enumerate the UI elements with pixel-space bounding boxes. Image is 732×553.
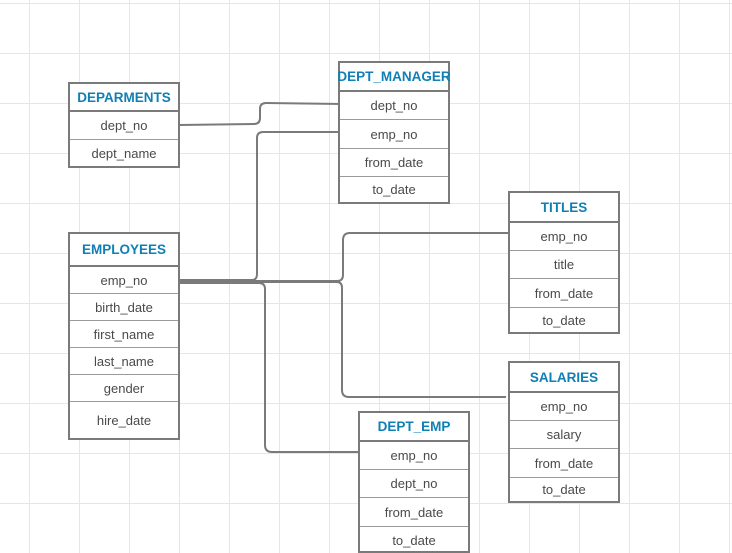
dept-manager-field-emp-no: emp_no: [340, 120, 448, 149]
connector-employees-salaries: [178, 281, 506, 398]
connector-employees-dept-manager: [178, 131, 343, 281]
employees-table-title: EMPLOYEES: [70, 234, 178, 267]
dept-emp-field-dept-no: dept_no: [360, 470, 468, 498]
departments-field-dept-name: dept_name: [91, 145, 157, 161]
departments-table[interactable]: DEPARMENTS dept_no dept_name: [68, 82, 180, 168]
salaries-field-from-date: from_date: [510, 449, 618, 478]
departments-table-title: DEPARMENTS: [70, 84, 178, 112]
employees-field-first-name: first_name: [70, 321, 178, 348]
titles-field-title: title: [510, 251, 618, 279]
employees-field-emp-no: emp_no: [70, 267, 178, 294]
titles-table-title: TITLES: [510, 193, 618, 223]
connector-employees-dept-emp: [178, 282, 361, 453]
departments-field-dept-no: dept_no: [70, 112, 178, 140]
dept-manager-field-to-date: to_date: [372, 182, 416, 197]
salaries-field-salary: salary: [510, 421, 618, 449]
dept-manager-field-dept-no: dept_no: [340, 92, 448, 120]
employees-field-birth-date: birth_date: [70, 294, 178, 321]
employees-field-gender: gender: [70, 375, 178, 402]
titles-field-from-date: from_date: [510, 279, 618, 308]
dept-manager-table[interactable]: DEPT_MANAGER dept_no emp_no from_date to…: [337, 61, 451, 204]
employees-field-hire-date: hire_date: [96, 412, 152, 428]
titles-table[interactable]: TITLES emp_no title from_date to_date: [508, 191, 620, 334]
employees-table[interactable]: EMPLOYEES emp_no birth_date first_name l…: [68, 232, 180, 440]
dept-emp-table-title: DEPT_EMP: [360, 413, 468, 442]
salaries-field-to-date: to_date: [542, 482, 586, 497]
dept-emp-field-to-date: to_date: [392, 532, 436, 548]
dept-manager-table-title: DEPT_MANAGER: [337, 63, 451, 92]
salaries-table-title: SALARIES: [510, 363, 618, 393]
titles-field-to-date: to_date: [542, 312, 586, 328]
salaries-field-emp-no: emp_no: [510, 393, 618, 421]
dept-manager-field-from-date: from_date: [340, 149, 448, 177]
dept-emp-field-emp-no: emp_no: [360, 442, 468, 470]
connector-employees-titles: [178, 232, 510, 282]
employees-field-last-name: last_name: [70, 348, 178, 375]
connector-departments-dept-manager: [178, 101, 344, 126]
dept-emp-table[interactable]: DEPT_EMP emp_no dept_no from_date to_dat…: [358, 411, 470, 553]
titles-field-emp-no: emp_no: [510, 223, 618, 251]
dept-emp-field-from-date: from_date: [360, 498, 468, 527]
salaries-table[interactable]: SALARIES emp_no salary from_date to_date: [508, 361, 620, 503]
